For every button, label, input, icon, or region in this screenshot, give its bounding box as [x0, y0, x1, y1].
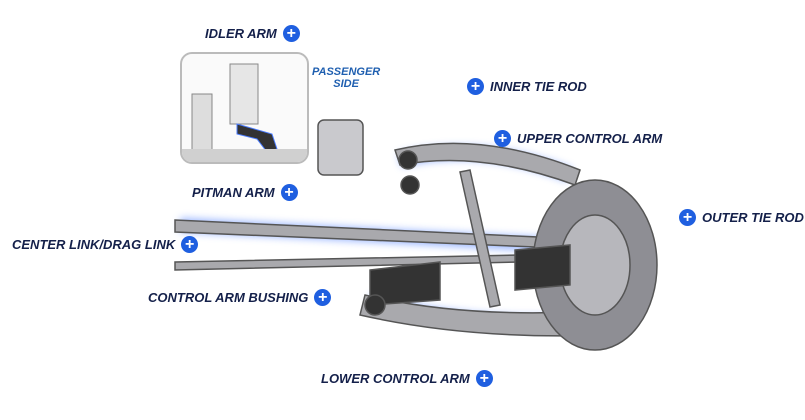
plus-icon[interactable]: +	[467, 78, 484, 95]
label-text: INNER TIE ROD	[490, 79, 587, 94]
hotspot-idler-arm[interactable]: IDLER ARM +	[205, 25, 300, 42]
plus-icon[interactable]: +	[314, 289, 332, 306]
plus-icon[interactable]: +	[282, 25, 300, 42]
label-text: CONTROL ARM BUSHING	[148, 290, 309, 305]
label-text: UPPER CONTROL ARM	[517, 131, 663, 146]
caption-line-2: SIDE	[333, 78, 359, 90]
plus-icon[interactable]: +	[181, 236, 199, 253]
plus-icon[interactable]: +	[280, 184, 298, 201]
idler-arm-inset-image	[180, 52, 309, 164]
hotspot-center-link[interactable]: CENTER LINK/DRAG LINK +	[12, 236, 199, 253]
passenger-side-caption: PASSENGER SIDE	[312, 66, 380, 90]
hotspot-inner-tie-rod[interactable]: + INNER TIE ROD	[467, 78, 587, 95]
hotspot-outer-tie-rod[interactable]: + OUTER TIE ROD	[679, 209, 804, 226]
plus-icon[interactable]: +	[494, 130, 511, 147]
hotspot-lower-control-arm[interactable]: LOWER CONTROL ARM +	[321, 370, 493, 387]
hotspot-pitman-arm[interactable]: PITMAN ARM +	[192, 184, 298, 201]
label-text: OUTER TIE ROD	[702, 210, 804, 225]
label-text: CENTER LINK/DRAG LINK	[12, 237, 176, 252]
hotspot-control-arm-bushing[interactable]: CONTROL ARM BUSHING +	[148, 289, 332, 306]
plus-icon[interactable]: +	[679, 209, 696, 226]
caption-line-1: PASSENGER	[312, 66, 381, 78]
label-text: PITMAN ARM	[192, 185, 275, 200]
plus-icon[interactable]: +	[475, 370, 493, 387]
hotspot-upper-control-arm[interactable]: + UPPER CONTROL ARM	[494, 130, 662, 147]
label-text: LOWER CONTROL ARM	[321, 371, 470, 386]
label-text: IDLER ARM	[205, 26, 277, 41]
